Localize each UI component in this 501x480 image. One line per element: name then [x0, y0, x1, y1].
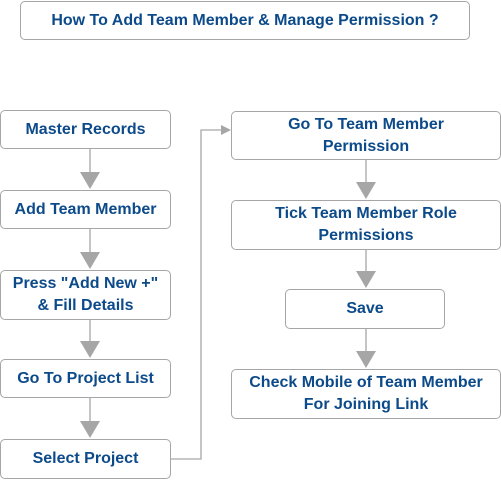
- arrow-add-to-press: [80, 229, 100, 269]
- step-go-to-team-member-permission: Go To Team Member Permission: [231, 111, 501, 160]
- arrow-save-to-check: [356, 329, 376, 368]
- step-select-project: Select Project: [0, 439, 171, 479]
- arrow-permission-to-tick: [356, 160, 376, 199]
- step-check-mobile: Check Mobile of Team Member For Joining …: [231, 369, 501, 419]
- step-master-records: Master Records: [0, 110, 171, 149]
- arrow-master-to-add: [80, 149, 100, 189]
- step-add-team-member: Add Team Member: [0, 190, 171, 229]
- step-go-to-project-list: Go To Project List: [0, 359, 171, 398]
- arrow-select-to-permission: [171, 125, 231, 460]
- diagram-title: How To Add Team Member & Manage Permissi…: [20, 1, 470, 40]
- step-save: Save: [285, 289, 445, 329]
- arrow-tick-to-save: [356, 250, 376, 288]
- arrow-press-to-project-list: [80, 320, 100, 358]
- step-press-add-new: Press "Add New +" & Fill Details: [0, 270, 171, 320]
- arrow-project-list-to-select: [80, 398, 100, 438]
- step-tick-team-member-role-permissions: Tick Team Member Role Permissions: [231, 200, 501, 250]
